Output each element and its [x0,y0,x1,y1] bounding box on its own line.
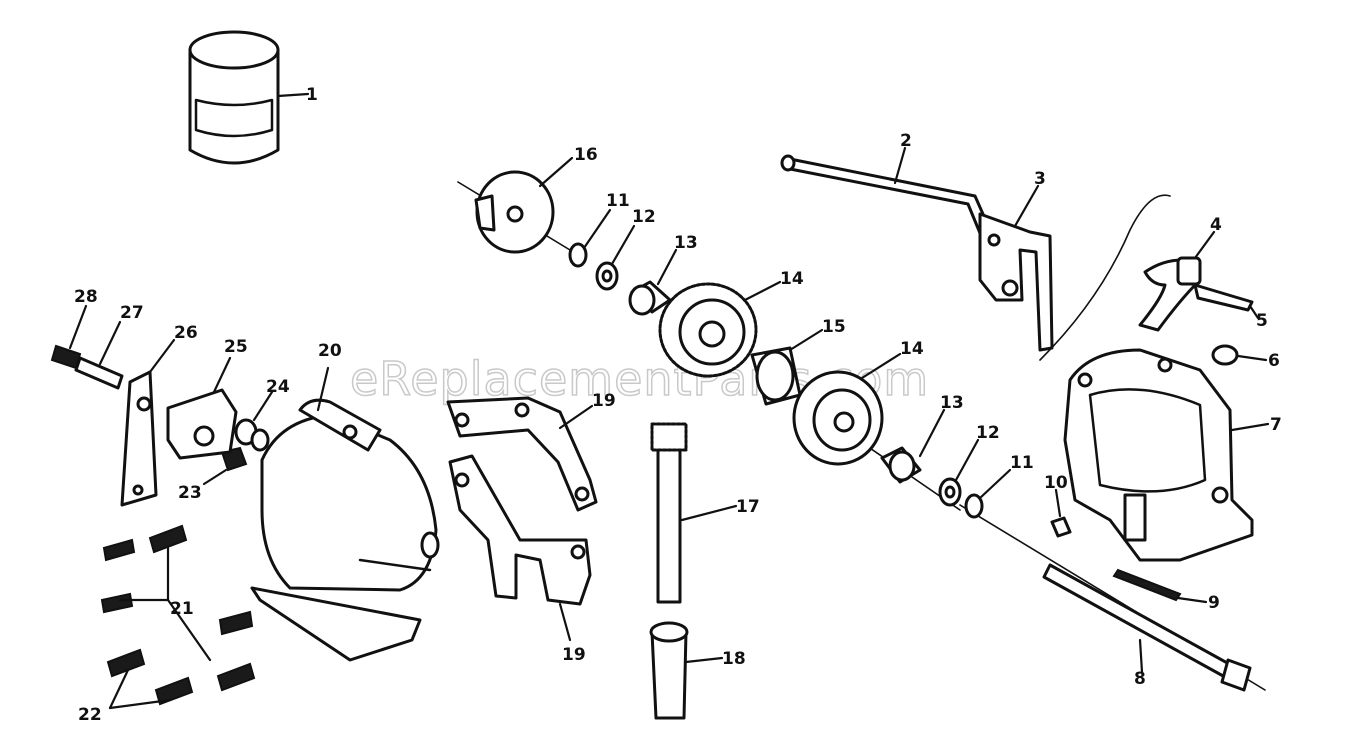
part-3-shift-bracket [978,184,1054,352]
callout-14-upper: 14 [780,269,804,289]
callout-7: 7 [1270,415,1282,435]
part-12-lower-washer [938,438,980,507]
callout-12-upper: 12 [632,207,656,227]
callout-5: 5 [1256,311,1268,331]
part-14-lower-bevel-gear [792,352,961,511]
part-11-upper-retaining-ring [568,208,612,268]
callout-28: 28 [74,287,98,307]
part-15-pinion-gear [750,328,824,406]
callout-24: 24 [266,377,290,397]
part-14-upper-bevel-gear [658,280,782,378]
callout-26: 26 [174,323,198,343]
callout-21: 21 [170,599,194,619]
part-6-plug [1211,344,1268,366]
part-8-output-shaft [959,504,1266,692]
callout-27: 27 [120,303,144,323]
part-19-lower-gasket [448,454,592,642]
callout-17: 17 [736,497,760,517]
callout-11-upper: 11 [606,191,630,211]
part-21-screws [100,524,254,662]
callout-12-lower: 12 [976,423,1000,443]
callout-14-lower: 14 [900,339,924,359]
callout-18: 18 [722,649,746,669]
callout-22: 22 [78,705,102,725]
part-19-upper-gasket [446,396,598,512]
part-4-shift-fork [1138,230,1216,332]
callout-19-upper: 19 [592,391,616,411]
part-9-key [1112,568,1208,604]
callout-4: 4 [1210,215,1222,235]
callout-23: 23 [178,483,202,503]
part-28-shaft-end [50,304,88,370]
callout-3: 3 [1034,169,1046,189]
callout-20: 20 [318,341,342,361]
part-2-shift-rod [780,146,1014,252]
part-26-bracket [120,338,176,507]
part-10-pin [1050,488,1072,538]
part-5-spring-arm [1193,283,1260,320]
callout-9: 9 [1208,593,1220,613]
part-27-pin [74,320,124,390]
part-13-lower-bushing [880,408,946,484]
part-13-upper-bushing [628,248,678,316]
part-20-gear-housing [250,366,440,662]
part-7-housing-cover [1063,348,1270,562]
part-25-block [166,356,238,460]
part-24-washers [234,390,274,452]
callout-6: 6 [1268,351,1280,371]
part-11-lower-retaining-ring [964,468,1012,519]
callout-13-upper: 13 [674,233,698,253]
part-22-screws [106,648,256,710]
callout-1: 1 [306,85,318,105]
spring-wire [1039,194,1171,361]
callout-16: 16 [574,145,598,165]
callout-2: 2 [900,131,912,151]
callout-10: 10 [1044,473,1068,493]
callout-13-lower: 13 [940,393,964,413]
part-17-vertical-shaft [650,422,738,604]
part-16-pulley [457,156,574,254]
part-18-sleeve [649,621,724,720]
callout-19-lower: 19 [562,645,586,665]
part-12-upper-washer [595,224,636,291]
callout-25: 25 [224,337,248,357]
callout-15: 15 [822,317,846,337]
callout-8: 8 [1134,669,1146,689]
callout-11-lower: 11 [1010,453,1034,473]
part-1-cylinder-cover [188,30,310,165]
